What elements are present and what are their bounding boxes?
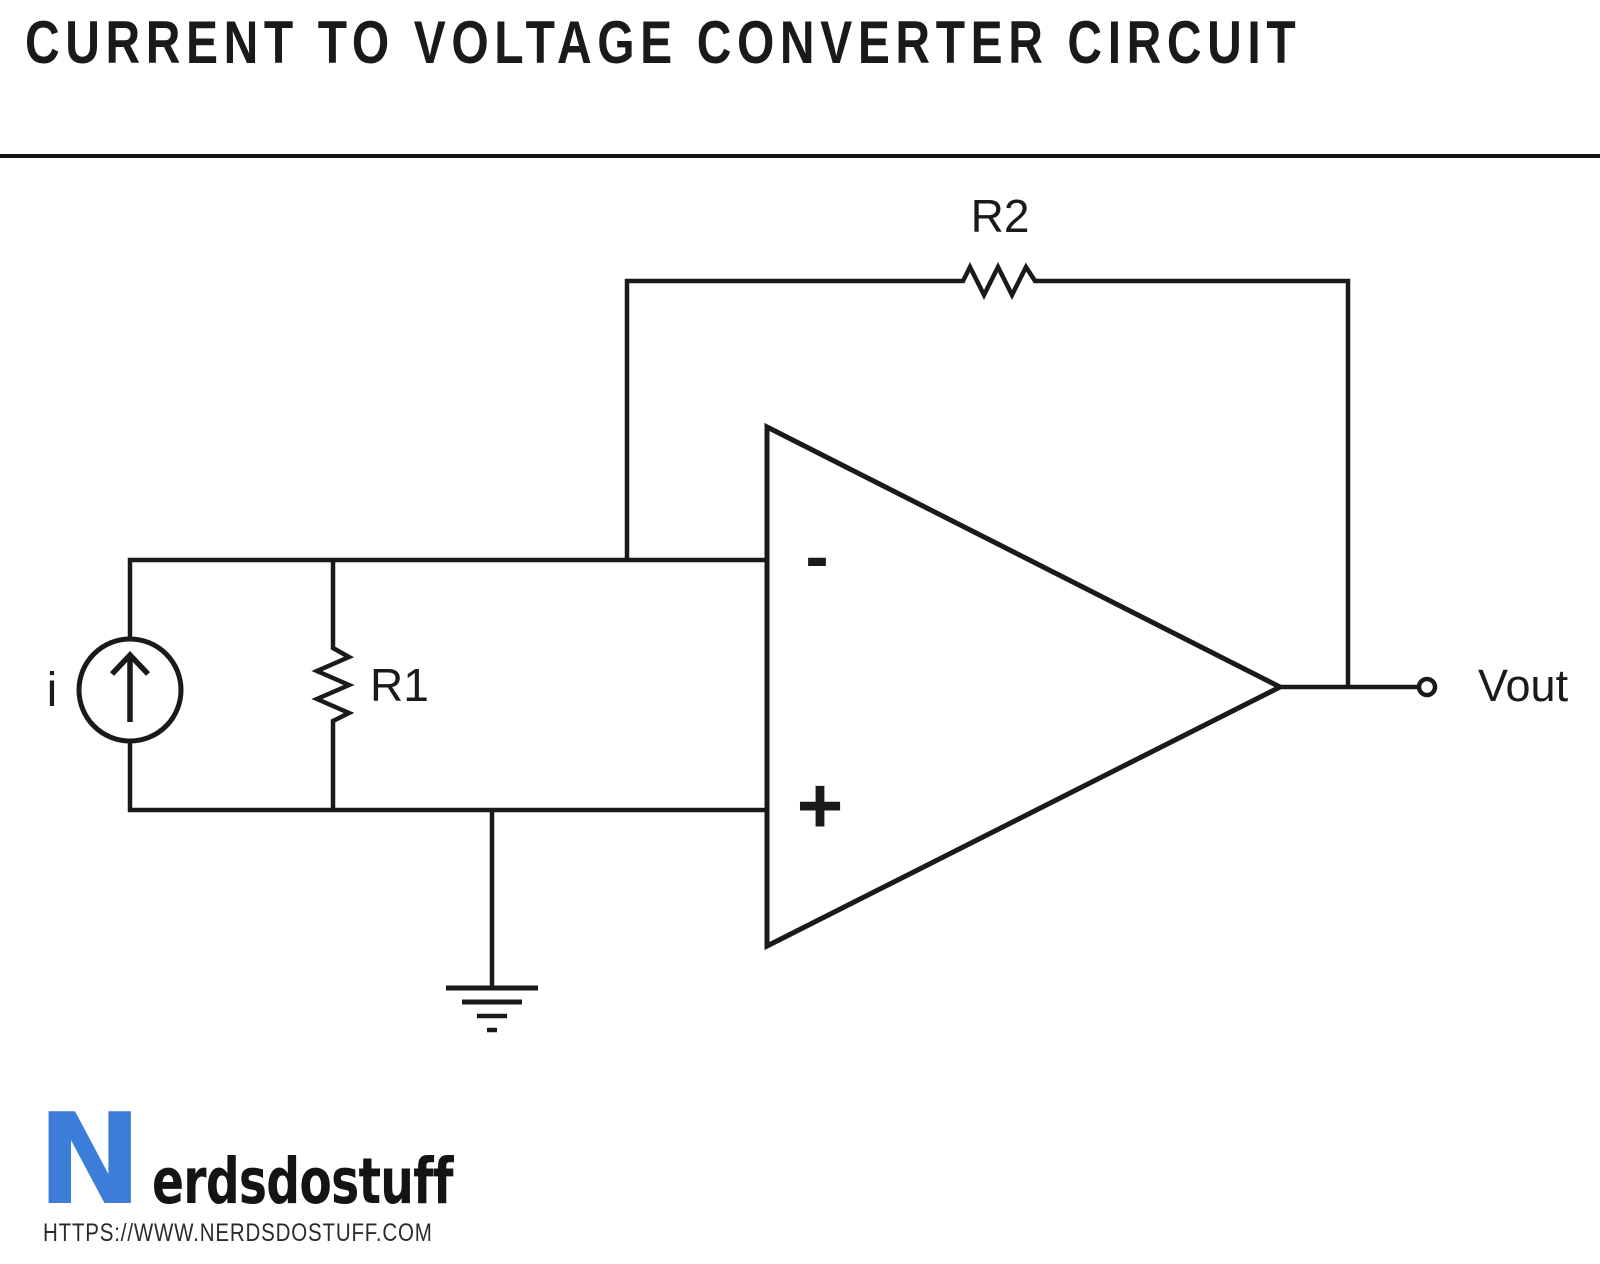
- inverting-input-wire: [127, 557, 767, 639]
- noninverting-input-wire: [127, 741, 767, 813]
- title-separator-line: [0, 154, 1600, 158]
- current-source-circle: [76, 636, 184, 744]
- logo-url: HTTPS://WWW.NERDSDOSTUFF.COM: [43, 1219, 433, 1247]
- current-source-label: i: [47, 664, 58, 717]
- page-title: CURRENT TO VOLTAGE CONVERTER CIRCUIT: [25, 9, 1302, 76]
- resistor-r1: [311, 560, 355, 810]
- opamp-plus-sign: +: [797, 761, 844, 850]
- output-terminal-circle: [1416, 676, 1438, 698]
- feedback-wire-r2: [624, 261, 1351, 687]
- logo: N erdsdostuff: [37, 1097, 554, 1223]
- r1-label: R1: [370, 659, 429, 711]
- logo-initial-n: N: [37, 1086, 143, 1233]
- opamp-minus-sign: -: [805, 517, 828, 595]
- vout-label: Vout: [1478, 660, 1569, 711]
- opamp-triangle: [764, 422, 1286, 951]
- current-source-arrow-head: [110, 651, 150, 676]
- logo-wordmark: erdsdostuff: [152, 1145, 454, 1218]
- r2-label: R2: [971, 190, 1030, 242]
